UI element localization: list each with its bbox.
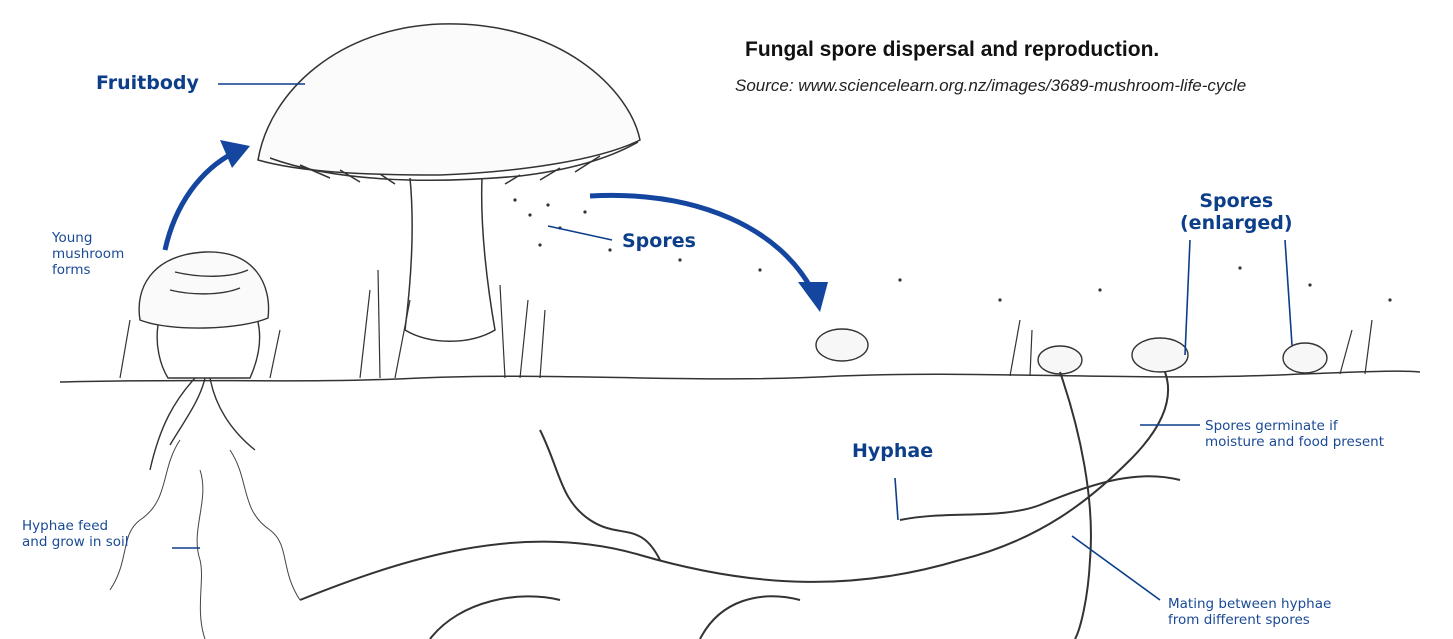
young-mushroom bbox=[139, 252, 268, 470]
label-spores: Spores bbox=[622, 230, 696, 252]
hyphae-network bbox=[300, 372, 1180, 639]
growth-arrow bbox=[165, 152, 235, 250]
label-spores-germinate: Spores germinate if moisture and food pr… bbox=[1205, 418, 1384, 450]
dispersal-arrow-head bbox=[798, 282, 828, 312]
label-spores-enlarged: Spores (enlarged) bbox=[1180, 190, 1293, 234]
fruitbody-mushroom bbox=[258, 24, 640, 341]
label-young-mushroom: Young mushroom forms bbox=[52, 230, 124, 278]
label-mating: Mating between hyphae from different spo… bbox=[1168, 596, 1331, 628]
enlarged-spores bbox=[816, 329, 1327, 374]
caption-title: Fungal spore dispersal and reproduction. bbox=[745, 38, 1159, 62]
label-fruitbody: Fruitbody bbox=[96, 72, 199, 94]
growth-arrow-head bbox=[220, 140, 250, 168]
label-hyphae: Hyphae bbox=[852, 440, 933, 462]
label-hyphae-feed: Hyphae feed and grow in soil bbox=[22, 518, 129, 550]
ground-line bbox=[60, 371, 1420, 382]
soil-hyphae bbox=[110, 440, 300, 639]
caption-source: Source: www.sciencelearn.org.nz/images/3… bbox=[735, 76, 1246, 96]
